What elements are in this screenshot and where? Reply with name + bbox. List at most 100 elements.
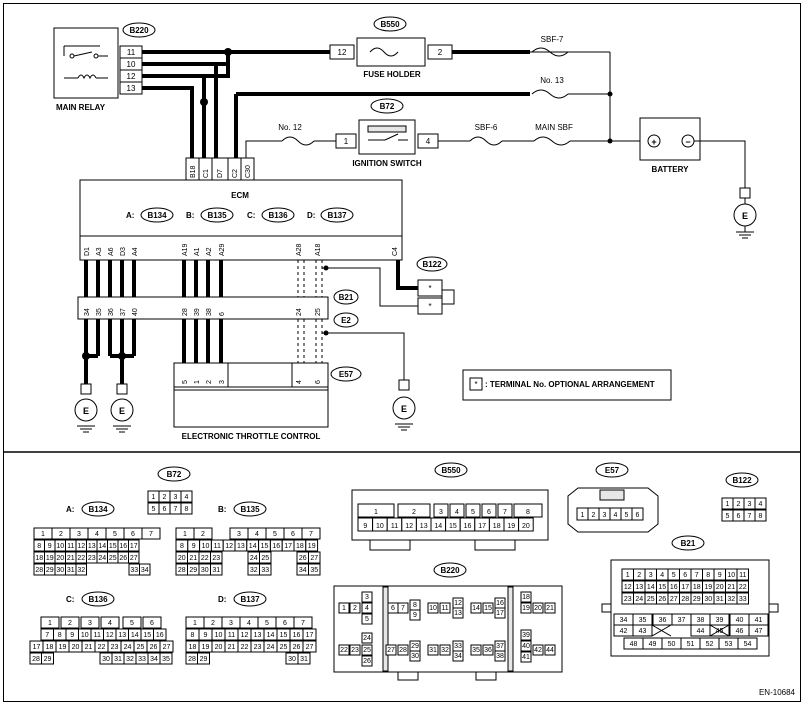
b550-pin: 12 <box>405 523 413 530</box>
ecm-bottom-pin: A28 <box>296 243 303 256</box>
doc-code: EN-10684 <box>759 688 796 697</box>
b21face-pin: 5 <box>672 572 676 579</box>
sbf6-fuse <box>469 136 503 146</box>
b220face-cell <box>452 650 464 662</box>
b220face-pin: 26 <box>363 658 371 665</box>
b134-pin: 17 <box>130 543 138 550</box>
b220face-pin: 41 <box>522 654 530 661</box>
fuse-pin: 12 <box>338 48 347 57</box>
legend-text: : TERMINAL No. OPTIONAL ARRANGEMENT <box>485 380 655 389</box>
b134-pin: 21 <box>67 555 75 562</box>
b136-pin: 29 <box>44 656 52 663</box>
b136-pin: 7 <box>45 632 49 639</box>
b21-pin: 25 <box>315 308 322 316</box>
e2-id: E2 <box>341 316 351 325</box>
b122face-cell <box>754 509 767 522</box>
e57face-pin: 1 <box>581 512 585 519</box>
no12-fuse <box>281 136 315 146</box>
b135-cell <box>193 527 213 540</box>
sbf7-label: SBF-7 <box>541 35 564 44</box>
ground-label: E <box>742 211 748 221</box>
b137-pin: 18 <box>189 644 197 651</box>
b136-pin: 16 <box>156 632 164 639</box>
b21face-pin: 32 <box>727 596 735 603</box>
b220-latch <box>397 671 419 681</box>
legend: * : TERMINAL No. OPTIONAL ARRANGEMENT <box>462 369 672 401</box>
b135-cell <box>305 539 319 552</box>
b550-cell <box>357 503 395 518</box>
b137-pin: 21 <box>228 644 236 651</box>
b137-pin: 23 <box>254 644 262 651</box>
b220face-pin: 23 <box>351 647 359 654</box>
b550-title: B550 <box>441 466 461 475</box>
b21face-cell <box>737 637 758 650</box>
b220face-pin: 32 <box>441 647 449 654</box>
ground-e-3: E <box>392 379 416 431</box>
b72-pin: 1 <box>152 494 156 501</box>
b134-pin: 33 <box>130 567 138 574</box>
b21face-pin: 44 <box>697 628 705 635</box>
b550-title-bubble <box>434 462 468 478</box>
b137-pin: 1 <box>193 620 197 627</box>
e57-label: ELECTRONIC THROTTLE CONTROL <box>182 432 321 441</box>
b137-cell <box>302 640 317 653</box>
b122face-pin: 8 <box>759 513 763 520</box>
ecm-top-pin: C1 <box>203 169 210 178</box>
b136-pin: 9 <box>70 632 74 639</box>
b220face-pin: 34 <box>454 653 462 660</box>
b220face-cell <box>482 644 494 656</box>
b21face-pin: 29 <box>693 596 701 603</box>
battery: + − BATTERY <box>639 117 701 174</box>
b137-pin: 17 <box>306 632 314 639</box>
b137-cell <box>293 616 313 629</box>
battery-ground: E <box>733 187 757 239</box>
b137-pin: 29 <box>200 656 208 663</box>
b136-cell <box>153 628 167 641</box>
b220face-pin: 7 <box>401 605 405 612</box>
b220face-pin: 1 <box>342 605 346 612</box>
b136-pin: 31 <box>114 656 122 663</box>
ecm-top-pin: D7 <box>217 169 224 178</box>
ecm-bottom-pin: D3 <box>120 247 127 256</box>
b135-pin: 28 <box>178 567 186 574</box>
b220face-cell <box>361 613 373 625</box>
b136-pin: 18 <box>46 644 54 651</box>
b550-pin: 16 <box>464 523 472 530</box>
b72-title-bubble <box>157 466 191 482</box>
b122face-pin: 1 <box>726 501 730 508</box>
b137-cell <box>302 628 317 641</box>
b136-pin: 10 <box>81 632 89 639</box>
b220face-cell <box>349 602 361 614</box>
b220face-title: B220 <box>440 566 460 575</box>
e57face-pin: 6 <box>636 512 640 519</box>
b220face-cell <box>470 602 482 614</box>
no13-fuse <box>531 89 569 99</box>
b21face-pin: 26 <box>658 596 666 603</box>
b21-pin: 38 <box>206 308 213 316</box>
b220face-cell <box>532 602 544 614</box>
b21face-pin: 40 <box>736 617 744 624</box>
e57-pin: 1 <box>194 380 201 384</box>
ecm-group-id: B134 <box>147 211 167 220</box>
b21-pin: 40 <box>132 308 139 316</box>
b134-pin: 18 <box>35 555 43 562</box>
b21face-pin: 35 <box>639 617 647 624</box>
b220face-pin: 37 <box>496 643 504 650</box>
b134-pin: 32 <box>77 567 85 574</box>
relay-pin-label: 13 <box>127 84 136 93</box>
b21face-pin: 38 <box>697 617 705 624</box>
sbf6-label: SBF-6 <box>475 123 498 132</box>
b21face-pin: 10 <box>727 572 735 579</box>
e57-pin: 3 <box>219 380 226 384</box>
b220face-pin: 13 <box>454 610 462 617</box>
e57face-cell <box>631 507 644 521</box>
b136-pin: 6 <box>150 620 154 627</box>
b220face-pin: 3 <box>365 594 369 601</box>
b135-pin: 31 <box>212 567 220 574</box>
sbf7-fuse <box>531 47 569 57</box>
b220face-pin: 30 <box>411 653 419 660</box>
b136-cell <box>60 616 80 629</box>
b135-pin: 7 <box>309 531 313 538</box>
main-relay: 11 10 12 13 MAIN RELAY B220 <box>53 22 156 112</box>
b135-pin: 26 <box>299 555 307 562</box>
